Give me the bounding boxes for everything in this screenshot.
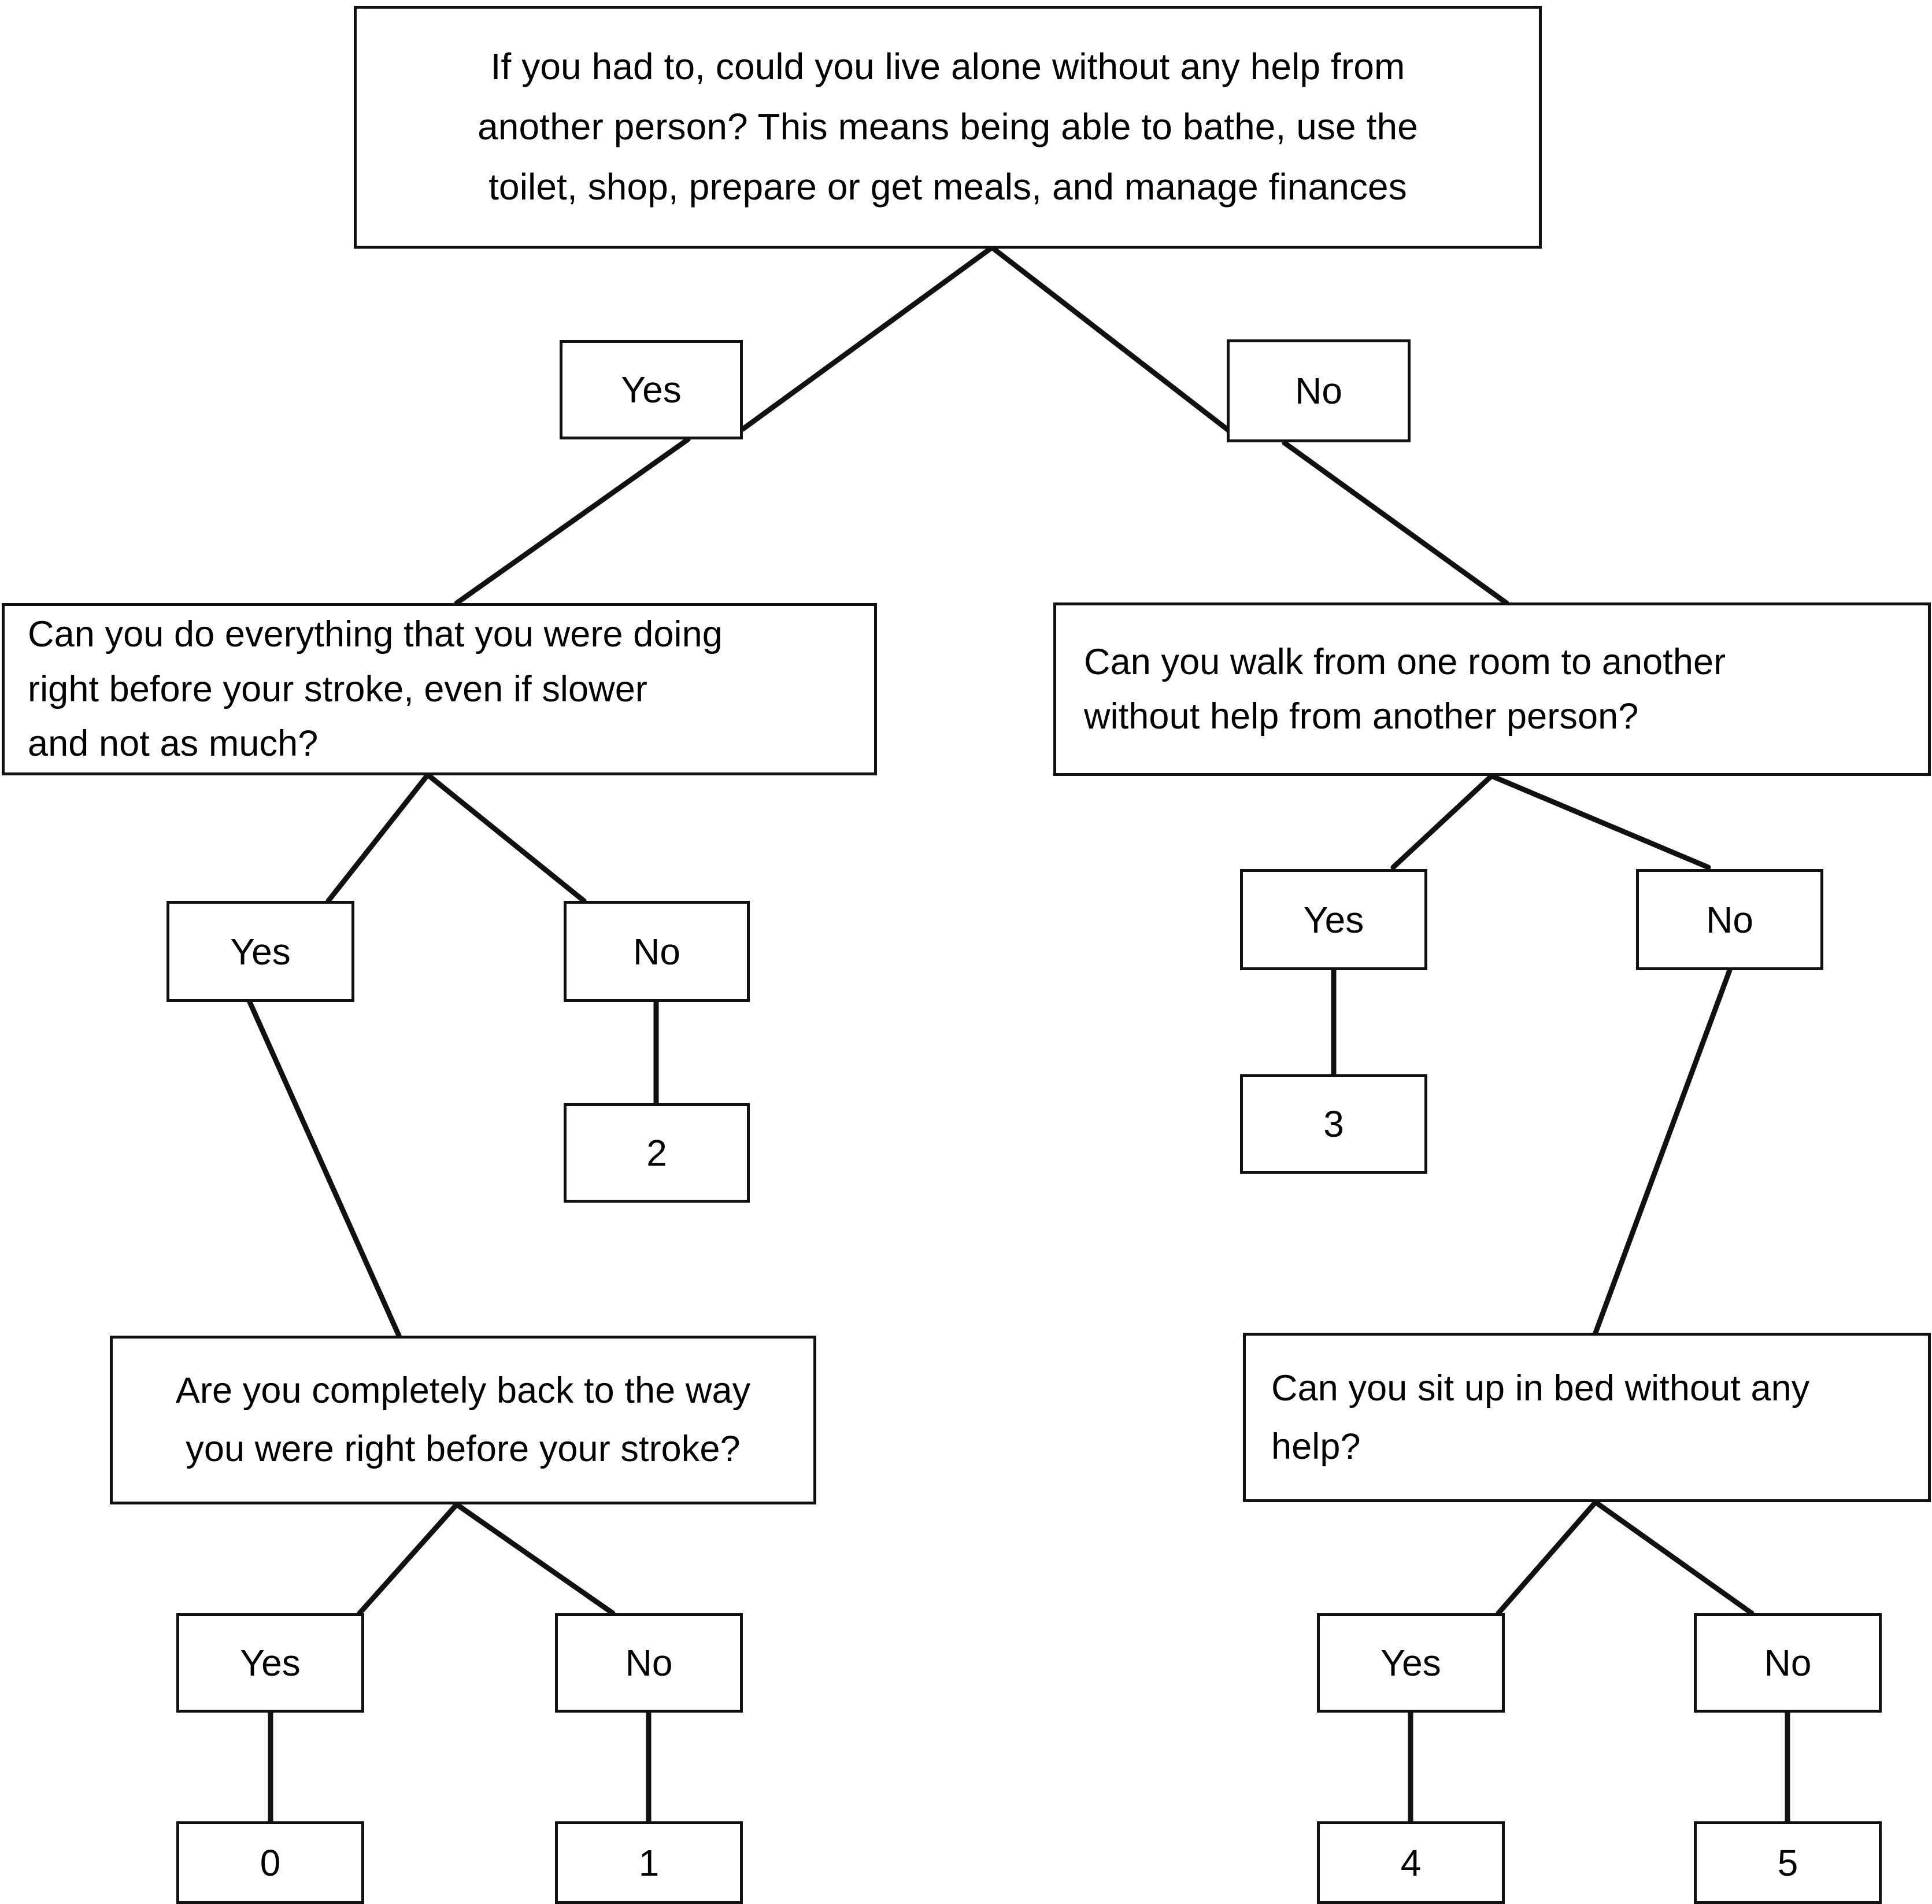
right-yes-label: Yes bbox=[1303, 899, 1364, 941]
bottom-left-yes-label: Yes bbox=[240, 1642, 301, 1684]
edge-root-to-no bbox=[989, 245, 1232, 434]
edge-rightq-to-no bbox=[1489, 773, 1711, 870]
bottom-left-question-text: Are you completely back to the way you w… bbox=[175, 1370, 751, 1469]
right-no-label: No bbox=[1706, 899, 1753, 941]
bottom-left-yes-box[interactable]: Yes bbox=[176, 1613, 364, 1713]
left-question-text: Can you do everything that you were doin… bbox=[28, 614, 723, 764]
edge-leftyes-to-bottomleft-question bbox=[247, 999, 402, 1339]
edge-no-to-right-question bbox=[1282, 440, 1509, 606]
left-question-box[interactable]: Can you do everything that you were doin… bbox=[2, 603, 877, 775]
edge-brq-to-no bbox=[1593, 1499, 1755, 1616]
bottom-right-question-box[interactable]: Can you sit up in bed without any help? bbox=[1243, 1333, 1931, 1502]
edge-yes-to-left-question bbox=[454, 437, 691, 606]
bottom-left-no-label: No bbox=[625, 1642, 673, 1684]
edge-leftq-to-yes bbox=[325, 772, 431, 904]
right-no-box[interactable]: No bbox=[1636, 869, 1823, 970]
score-0-box[interactable]: 0 bbox=[176, 1821, 364, 1904]
score-4-box[interactable]: 4 bbox=[1317, 1821, 1505, 1904]
root-question-box[interactable]: If you had to, could you live alone with… bbox=[354, 6, 1542, 249]
left-yes-box[interactable]: Yes bbox=[166, 901, 354, 1002]
root-question-text: If you had to, could you live alone with… bbox=[478, 46, 1418, 208]
bottom-right-no-box[interactable]: No bbox=[1694, 1613, 1882, 1713]
bottom-right-no-label: No bbox=[1764, 1642, 1812, 1684]
score-0-label: 0 bbox=[260, 1842, 281, 1884]
score-4-label: 4 bbox=[1400, 1842, 1422, 1884]
edge-blq-to-no bbox=[454, 1502, 616, 1616]
bottom-right-yes-box[interactable]: Yes bbox=[1317, 1613, 1505, 1713]
score-3-label: 3 bbox=[1323, 1103, 1344, 1145]
root-yes-label: Yes bbox=[621, 369, 682, 411]
score-2-label: 2 bbox=[646, 1132, 667, 1174]
root-yes-box[interactable]: Yes bbox=[560, 340, 743, 439]
left-no-label: No bbox=[633, 930, 680, 973]
bottom-left-no-box[interactable]: No bbox=[555, 1613, 743, 1713]
score-5-box[interactable]: 5 bbox=[1694, 1821, 1882, 1904]
bottom-left-question-box[interactable]: Are you completely back to the way you w… bbox=[110, 1336, 816, 1504]
left-no-box[interactable]: No bbox=[564, 901, 750, 1002]
score-5-label: 5 bbox=[1777, 1842, 1798, 1884]
right-question-text: Can you walk from one room to another wi… bbox=[1084, 641, 1726, 737]
edge-brq-to-yes bbox=[1496, 1499, 1598, 1616]
root-no-label: No bbox=[1295, 370, 1342, 412]
score-1-label: 1 bbox=[638, 1842, 660, 1884]
right-question-box[interactable]: Can you walk from one room to another wi… bbox=[1053, 602, 1931, 776]
bottom-right-yes-label: Yes bbox=[1380, 1642, 1441, 1684]
edge-leftq-to-no bbox=[425, 772, 587, 904]
score-3-box[interactable]: 3 bbox=[1240, 1074, 1427, 1174]
edge-root-to-yes bbox=[740, 245, 995, 432]
right-yes-box[interactable]: Yes bbox=[1240, 869, 1427, 970]
edge-rightno-to-bottomright-question bbox=[1593, 967, 1733, 1336]
bottom-right-question-text: Can you sit up in bed without any help? bbox=[1271, 1367, 1810, 1467]
score-1-box[interactable]: 1 bbox=[555, 1821, 743, 1904]
score-2-box[interactable]: 2 bbox=[564, 1103, 750, 1203]
edge-rightq-to-yes bbox=[1390, 773, 1494, 870]
edge-blq-to-yes bbox=[357, 1502, 460, 1616]
root-no-box[interactable]: No bbox=[1227, 339, 1411, 442]
left-yes-label: Yes bbox=[230, 930, 291, 973]
